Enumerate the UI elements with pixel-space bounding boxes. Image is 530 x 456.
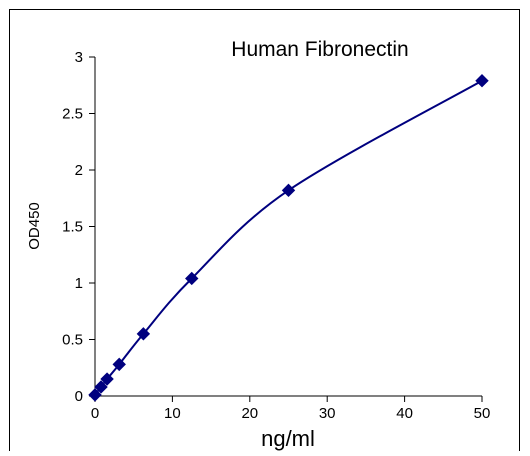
data-point-marker [100,372,114,386]
x-tick-label: 10 [164,405,181,422]
data-point-marker [281,183,296,198]
data-series [88,74,489,402]
x-tick-label: 40 [396,405,413,422]
series-line [94,79,483,396]
y-tick-label: 1 [75,275,83,292]
y-tick-label: 3 [75,49,83,66]
x-tick-label: 30 [319,405,336,422]
x-tick-label: 20 [241,405,258,422]
axes [89,57,482,402]
data-point-marker [94,380,108,394]
tick-marks [89,56,483,402]
y-tick-label: 0.5 [62,332,83,349]
data-point-marker [136,327,151,341]
figure-frame [9,9,520,451]
data-point-marker [88,388,102,402]
data-point-marker [112,357,126,372]
x-axis-label: ng/ml [261,426,315,451]
y-axis-label: OD450 [26,202,43,250]
y-tick-label: 1.5 [62,219,83,236]
y-tick-label: 2 [75,162,83,179]
y-tick-label: 2.5 [62,106,83,123]
data-point-marker [185,271,199,286]
data-point-marker [475,74,489,88]
x-tick-label: 50 [474,405,491,422]
chart-title: Human Fibronectin [231,38,408,61]
x-tick-label: 0 [91,405,99,422]
y-tick-label: 0 [75,388,83,405]
